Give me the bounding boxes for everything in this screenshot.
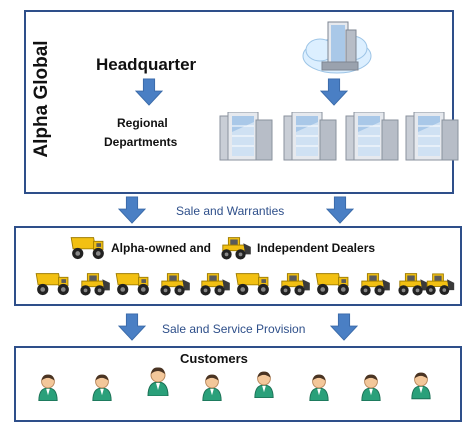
wheel-loader-icon — [354, 268, 392, 296]
wheel-loader-icon — [194, 268, 232, 296]
customer-person-icon — [91, 373, 113, 401]
flow2-left-arrow — [118, 313, 146, 341]
dump-truck-icon — [234, 268, 272, 296]
hq-building-icon — [302, 21, 372, 74]
flow2-label: Sale and Service Provision — [162, 322, 306, 336]
flow1-right-arrow — [326, 196, 354, 224]
flow2-right-arrow — [330, 313, 358, 341]
customers-label: Customers — [180, 351, 248, 366]
wheel-loader-icon — [74, 268, 112, 296]
office-building-icon — [282, 112, 338, 162]
customer-person-icon — [308, 373, 330, 401]
dealers-label-part1: Alpha-owned and — [111, 241, 211, 255]
wheel-loader-icon — [274, 268, 312, 296]
wheel-loader-icon — [420, 268, 456, 296]
alpha-global-box — [24, 10, 454, 194]
customer-person-icon — [410, 370, 432, 400]
customers-box — [14, 346, 462, 422]
regional-departments-line1: Regional — [117, 116, 168, 130]
dump-truck-icon — [34, 268, 72, 296]
dump-truck-icon — [68, 232, 108, 260]
regional-departments-line2: Departments — [104, 135, 178, 149]
customer-person-icon — [201, 373, 223, 401]
hq-to-buildings-arrow — [320, 78, 348, 106]
customer-person-icon — [37, 373, 59, 401]
customer-person-icon — [146, 366, 170, 396]
office-building-icon — [404, 112, 460, 162]
office-building-icon — [344, 112, 400, 162]
flow1-label: Sale and Warranties — [176, 204, 285, 218]
flow1-left-arrow — [118, 196, 146, 224]
wheel-loader-icon — [214, 232, 254, 260]
wheel-loader-icon — [154, 268, 192, 296]
hq-label: Headquarter — [96, 55, 197, 74]
dealers-label-part2: Independent Dealers — [257, 241, 376, 255]
dump-truck-icon — [314, 268, 352, 296]
customer-person-icon — [360, 373, 382, 401]
hq-to-regional-arrow — [135, 78, 163, 106]
org-label: Alpha Global — [31, 40, 52, 158]
dump-truck-icon — [114, 268, 152, 296]
customer-person-icon — [253, 370, 275, 398]
office-building-icon — [218, 112, 274, 162]
